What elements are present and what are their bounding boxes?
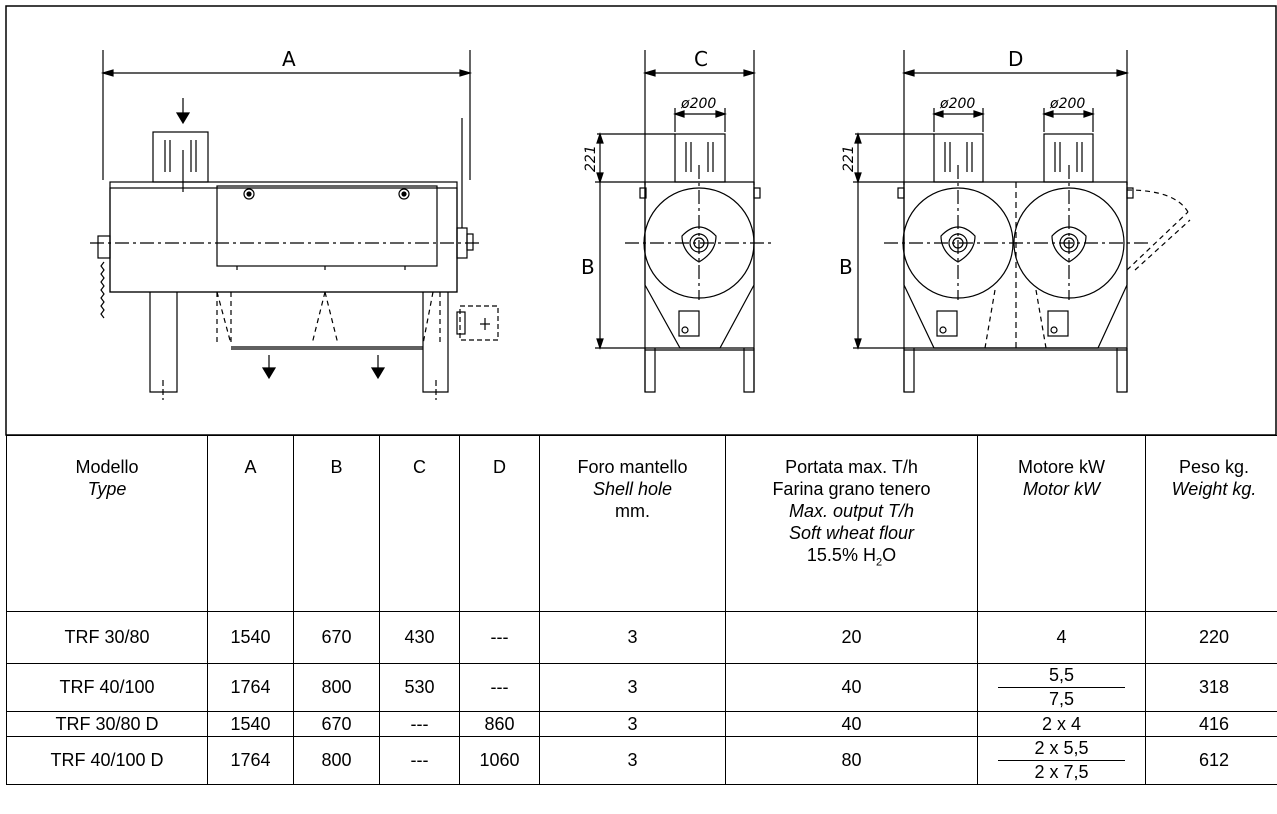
side-view: A xyxy=(90,47,499,400)
header-a: A xyxy=(207,435,294,612)
cell-output: 80 xyxy=(725,736,978,785)
cell-model: TRF 30/80 D xyxy=(6,711,208,737)
header-shell-hole-en: Shell hole xyxy=(592,479,673,499)
table-row: TRF 40/100 D 1764 800 --- 1060 3 80 2 x … xyxy=(6,736,1277,785)
table-row: TRF 30/80 1540 670 430 --- 3 20 4 220 xyxy=(6,611,1277,664)
dim-label-b-c: B xyxy=(581,255,595,279)
cell-motor: 2 x 4 xyxy=(977,711,1146,737)
header-weight-en: Weight kg. xyxy=(1171,479,1257,499)
header-output-en-1: Max. output T/h xyxy=(788,501,915,521)
cell-d: 860 xyxy=(459,711,540,737)
cell-b: 670 xyxy=(293,711,380,737)
cell-model: TRF 30/80 xyxy=(6,611,208,664)
cell-hole: 3 xyxy=(539,611,726,664)
header-model-it: Modello xyxy=(75,457,139,477)
header-motor-en: Motor kW xyxy=(1022,479,1100,499)
cell-output: 40 xyxy=(725,711,978,737)
dim-label-221-c: 221 xyxy=(583,145,599,172)
cell-motor: 4 xyxy=(977,611,1146,664)
spec-table: Modello Type A B C D Foro mantello Shell… xyxy=(6,435,1277,785)
cell-a: 1764 xyxy=(207,736,294,785)
cell-model: TRF 40/100 D xyxy=(6,736,208,785)
cell-weight: 416 xyxy=(1145,711,1277,737)
cell-a: 1540 xyxy=(207,611,294,664)
header-weight: Peso kg. Weight kg. xyxy=(1145,435,1277,612)
dim-label-diameter-d1: ø200 xyxy=(939,96,975,112)
cell-d: --- xyxy=(459,663,540,712)
dim-label-c: C xyxy=(694,47,708,71)
table-row: TRF 40/100 1764 800 530 --- 3 40 5,5 7,5… xyxy=(6,663,1277,712)
cell-motor-top: 2 x 5,5 xyxy=(998,737,1125,761)
header-shell-hole-unit: mm. xyxy=(615,501,650,521)
cell-motor: 5,5 7,5 xyxy=(977,663,1146,712)
header-output-it-1: Portata max. T/h xyxy=(785,457,918,477)
cell-d: 1060 xyxy=(459,736,540,785)
dim-label-221-d: 221 xyxy=(841,145,857,172)
cell-b: 800 xyxy=(293,663,380,712)
cell-weight: 318 xyxy=(1145,663,1277,712)
header-motor-it: Motore kW xyxy=(1017,457,1105,477)
header-b: B xyxy=(293,435,380,612)
cell-hole: 3 xyxy=(539,663,726,712)
header-d: D xyxy=(459,435,540,612)
cell-motor: 2 x 5,5 2 x 7,5 xyxy=(977,736,1146,785)
cell-c: --- xyxy=(379,711,460,737)
cell-motor-bottom: 7,5 xyxy=(1048,689,1075,709)
cell-c: 530 xyxy=(379,663,460,712)
cell-d: --- xyxy=(459,611,540,664)
cell-hole: 3 xyxy=(539,736,726,785)
cell-a: 1764 xyxy=(207,663,294,712)
dim-label-a: A xyxy=(282,47,296,71)
cell-c: --- xyxy=(379,736,460,785)
header-weight-it: Peso kg. xyxy=(1178,457,1250,477)
dim-label-diameter-d2: ø200 xyxy=(1049,96,1085,112)
technical-drawing: A xyxy=(5,5,1277,436)
moisture-text: 15.5% H xyxy=(806,545,876,565)
cell-b: 800 xyxy=(293,736,380,785)
cell-motor-bottom: 2 x 7,5 xyxy=(1034,762,1089,782)
header-shell-hole: Foro mantello Shell hole mm. xyxy=(539,435,726,612)
header-output-en-2: Soft wheat flour xyxy=(788,523,915,543)
cell-b: 670 xyxy=(293,611,380,664)
header-shell-hole-it: Foro mantello xyxy=(577,457,688,477)
table-header-row: Modello Type A B C D Foro mantello Shell… xyxy=(6,435,1277,612)
front-view-double: D ø200 ø200 221 B xyxy=(839,47,1191,393)
header-model-en: Type xyxy=(87,479,127,499)
front-view-single: C ø200 221 B xyxy=(581,47,775,393)
cell-output: 40 xyxy=(725,663,978,712)
dim-label-b-d: B xyxy=(839,255,853,279)
table-row: TRF 30/80 D 1540 670 --- 860 3 40 2 x 4 … xyxy=(6,711,1277,737)
cell-a: 1540 xyxy=(207,711,294,737)
header-motor: Motore kW Motor kW xyxy=(977,435,1146,612)
cell-hole: 3 xyxy=(539,711,726,737)
moisture-sub: 2 xyxy=(875,556,883,569)
cell-motor-top: 5,5 xyxy=(998,664,1125,688)
dim-label-d: D xyxy=(1008,47,1023,71)
header-c: C xyxy=(379,435,460,612)
cell-output: 20 xyxy=(725,611,978,664)
header-output: Portata max. T/h Farina grano tenero Max… xyxy=(725,435,978,612)
header-model: Modello Type xyxy=(6,435,208,612)
cell-c: 430 xyxy=(379,611,460,664)
dim-label-diameter-c: ø200 xyxy=(680,96,716,112)
moisture-tail: O xyxy=(882,545,897,565)
header-output-moisture: 15.5% H2O xyxy=(726,544,977,574)
cell-model: TRF 40/100 xyxy=(6,663,208,712)
cell-weight: 612 xyxy=(1145,736,1277,785)
header-output-it-2: Farina grano tenero xyxy=(772,479,931,499)
cell-weight: 220 xyxy=(1145,611,1277,664)
